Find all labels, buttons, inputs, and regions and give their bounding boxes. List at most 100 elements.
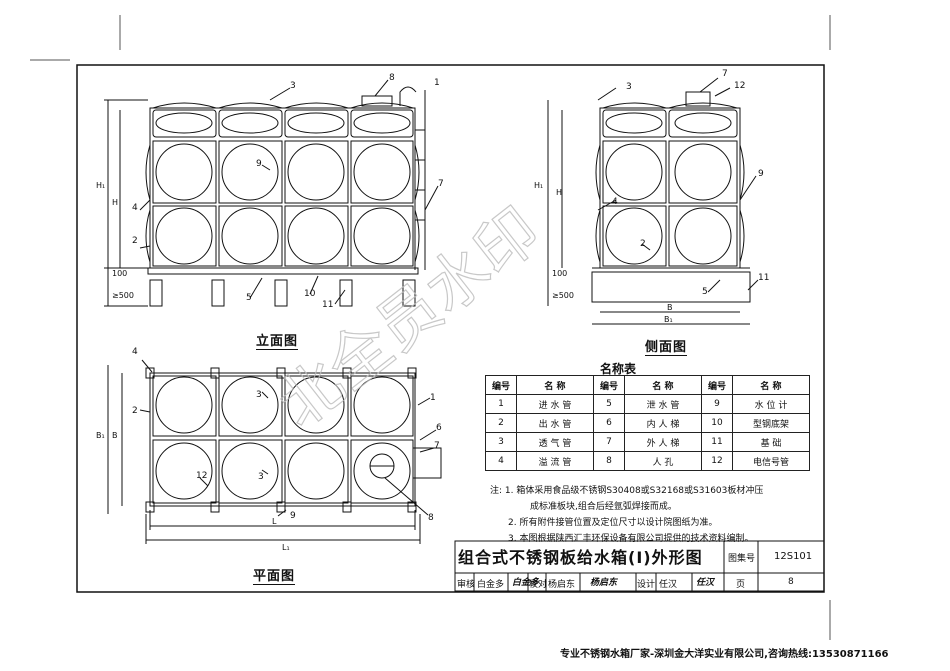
legend-cell: 11	[701, 432, 733, 452]
side-dim-100: 100	[552, 269, 567, 278]
svg-text:5: 5	[702, 287, 708, 297]
svg-text:2: 2	[640, 239, 646, 249]
legend-cell: 内 人 梯	[624, 413, 702, 433]
svg-text:8: 8	[389, 73, 395, 83]
plan-dim-b: B	[112, 431, 118, 440]
svg-text:1: 1	[430, 393, 436, 403]
svg-text:4: 4	[132, 203, 138, 213]
front-panels	[152, 140, 414, 267]
review-name: 白金多	[477, 580, 505, 590]
legend-cell: 进 水 管	[516, 394, 594, 414]
design-label: 设计	[637, 580, 656, 590]
title-block-grid	[454, 540, 825, 592]
page-number: 8	[788, 577, 794, 587]
note-line: 成标准板块,组合后经氩弧焊接而成。	[530, 502, 677, 512]
legend-cell: 出 水 管	[516, 413, 594, 433]
legend-header-cell: 名 称	[624, 375, 702, 395]
side-elevation	[547, 77, 759, 325]
legend-cell: 5	[593, 394, 625, 414]
legend-title: 名称表	[600, 362, 637, 376]
atlas-number: 12S101	[774, 551, 813, 562]
legend-cell: 12	[701, 451, 733, 471]
drawing-title: 组合式不锈钢板给水箱(Ⅰ)外形图	[458, 548, 703, 567]
svg-text:8: 8	[428, 513, 434, 523]
svg-text:11: 11	[758, 273, 769, 283]
plan-view	[107, 359, 442, 544]
svg-text:2: 2	[132, 406, 138, 416]
dim-h: H	[112, 198, 118, 207]
check-name: 杨启东	[548, 580, 576, 590]
front-view-label: 立面图	[256, 330, 299, 350]
design-name: 任汉	[659, 580, 678, 590]
legend-cell: 2	[485, 413, 517, 433]
legend-cell: 基 础	[732, 432, 810, 452]
svg-text:9: 9	[758, 169, 764, 179]
legend-cell: 3	[485, 432, 517, 452]
svg-text:4: 4	[612, 197, 618, 207]
dim-500: ≥500	[112, 291, 134, 300]
legend-header-cell: 编号	[593, 375, 625, 395]
legend-cell: 8	[593, 451, 625, 471]
legend-cell: 型钢底架	[732, 413, 810, 433]
svg-text:7: 7	[438, 179, 444, 189]
plan-callouts: 4 2 3 1 6 7 12 3 9 8 B₁ B L L₁	[96, 347, 442, 552]
crop-marks	[30, 15, 831, 640]
legend-cell: 4	[485, 451, 517, 471]
plan-dim-l1: L₁	[282, 543, 290, 552]
svg-text:7: 7	[722, 69, 728, 79]
svg-text:3: 3	[258, 472, 264, 482]
svg-text:11: 11	[322, 300, 333, 310]
check-label: 校对	[529, 580, 548, 590]
design-signature: 任汉	[696, 578, 715, 588]
svg-text:3: 3	[626, 82, 632, 92]
dim-h1: H₁	[96, 181, 105, 190]
legend-cell: 人 孔	[624, 451, 702, 471]
side-dim-b1: B₁	[664, 315, 673, 324]
svg-text:9: 9	[290, 511, 296, 521]
legend-cell: 9	[701, 394, 733, 414]
legend-cell: 泄 水 管	[624, 394, 702, 414]
check-signature: 杨启东	[590, 578, 618, 588]
note-line: 3. 本图根据陕西汇丰环保设备有限公司提供的技术资料编制。	[508, 534, 754, 544]
side-dim-b: B	[667, 303, 673, 312]
legend-header-cell: 编号	[701, 375, 733, 395]
plan-dim-b1: B₁	[96, 431, 105, 440]
svg-text:5: 5	[246, 293, 252, 303]
legend-header-row: 编号 名 称 编号 名 称 编号 名 称	[485, 375, 810, 395]
front-top-panels	[152, 109, 414, 138]
note-line: 注: 1. 箱体采用食品级不锈钢S30408或S32168或S31603板材冲压	[490, 486, 764, 496]
note-line: 2. 所有附件接管位置及定位尺寸以设计院图纸为准。	[508, 518, 718, 528]
svg-text:4: 4	[132, 347, 138, 357]
svg-text:2: 2	[132, 236, 138, 246]
svg-text:3: 3	[256, 390, 262, 400]
side-dim-h1: H₁	[534, 181, 543, 190]
legend-cell: 溢 流 管	[516, 451, 594, 471]
review-label: 审核	[457, 580, 476, 590]
notes-block: 注: 1. 箱体采用食品级不锈钢S30408或S32168或S31603板材冲压…	[490, 483, 763, 547]
legend-header-cell: 编号	[485, 375, 517, 395]
legend-header-cell: 名 称	[516, 375, 594, 395]
legend-cell: 10	[701, 413, 733, 433]
atlas-label: 图集号	[728, 554, 756, 564]
page-label: 页	[736, 580, 746, 590]
plan-dim-l: L	[272, 517, 277, 526]
side-callouts: 3 7 12 9 4 2 5 11 H₁ H 100 ≥500 B B₁	[534, 69, 769, 324]
legend-cell: 水 位 计	[732, 394, 810, 414]
svg-text:9: 9	[256, 159, 262, 169]
legend-header-cell: 名 称	[732, 375, 810, 395]
svg-text:12: 12	[734, 81, 745, 91]
svg-text:10: 10	[304, 289, 316, 299]
legend-cell: 7	[593, 432, 625, 452]
front-elevation	[104, 79, 439, 307]
dim-100: 100	[112, 269, 127, 278]
side-dim-500: ≥500	[552, 291, 574, 300]
svg-text:3: 3	[290, 81, 296, 91]
footer-contact: 专业不锈钢水箱厂家-深圳金大洋实业有限公司,咨询热线:13530871166	[560, 649, 889, 660]
legend-cell: 1	[485, 394, 517, 414]
svg-text:6: 6	[436, 423, 442, 433]
svg-text:7: 7	[434, 441, 440, 451]
